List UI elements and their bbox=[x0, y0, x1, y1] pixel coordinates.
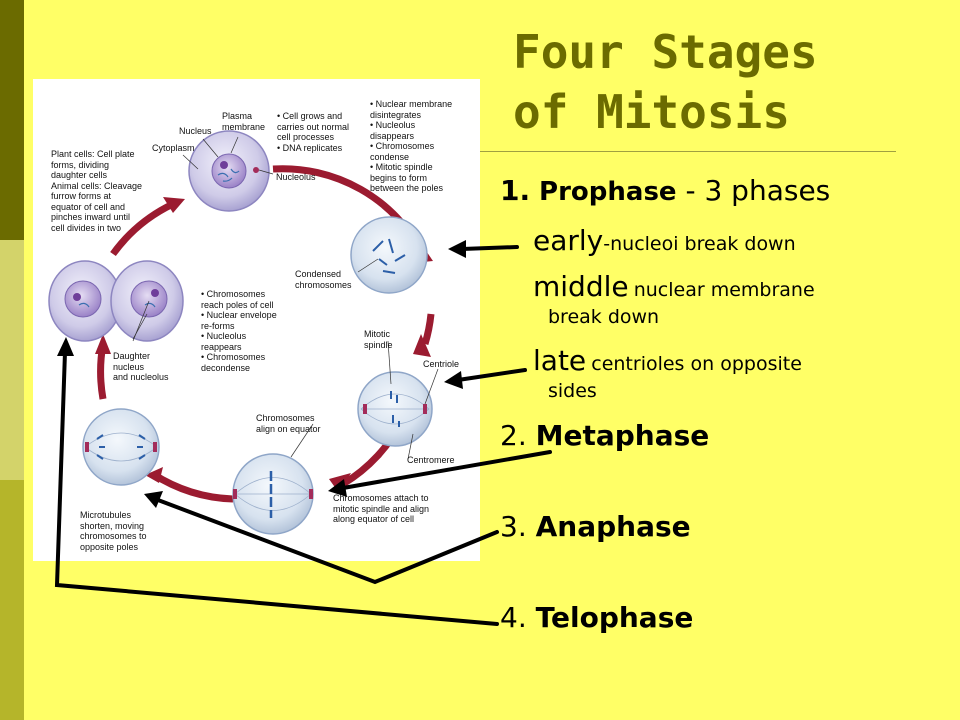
label-prophase-notes: • Nuclear membrane disintegrates • Nucle… bbox=[370, 99, 453, 193]
mitosis-cycle-diagram: Nucleus Plasma membrane Cytoplasm Nucleo… bbox=[33, 79, 480, 561]
prophase-early: early-nucleoi break down bbox=[533, 224, 796, 257]
label-mitotic-spindle: Mitotic spindle bbox=[364, 329, 393, 350]
label-chromosomes-align: Chromosomes align on equator bbox=[256, 413, 321, 434]
late-desc-line1: centrioles on opposite bbox=[591, 353, 802, 375]
label-plasma-membrane: Plasma membrane bbox=[222, 111, 266, 132]
early-term: early bbox=[533, 224, 604, 257]
late-term: late bbox=[533, 344, 587, 377]
stage-prophase: 1. Prophase - 3 phases bbox=[500, 174, 830, 207]
anaphase-name: Anaphase bbox=[535, 510, 691, 543]
telophase-name: Telophase bbox=[535, 601, 694, 634]
prophase-late: late centrioles on opposite bbox=[533, 344, 802, 377]
label-condensed-chromosomes: Condensed chromosomes bbox=[295, 269, 352, 290]
label-centriole: Centriole bbox=[423, 359, 460, 369]
slide-title: Four Stages of Mitosis bbox=[513, 22, 933, 142]
label-cytoplasm: Cytoplasm bbox=[152, 143, 195, 153]
side-bar-light bbox=[0, 240, 24, 480]
label-cytokinesis-notes: Plant cells: Cell plate forms, dividing … bbox=[51, 149, 143, 233]
middle-term: middle bbox=[533, 270, 629, 303]
early-desc: -nucleoi break down bbox=[603, 233, 796, 255]
anaphase-cell bbox=[82, 408, 160, 486]
label-nucleolus: Nucleolus bbox=[276, 172, 316, 182]
label-telophase-notes: • Chromosomes reach poles of cell • Nucl… bbox=[201, 289, 277, 373]
title-line-1: Four Stages bbox=[513, 25, 818, 79]
side-bar-mid bbox=[0, 480, 24, 720]
label-microtubules: Microtubules shorten, moving chromosomes… bbox=[80, 510, 147, 552]
label-interphase-notes: • Cell grows and carries out normal cell… bbox=[277, 111, 350, 153]
label-centromere: Centromere bbox=[407, 455, 455, 465]
prophase-number: 1. bbox=[500, 174, 531, 207]
equator-cell bbox=[232, 453, 314, 535]
label-nucleus: Nucleus bbox=[179, 126, 212, 136]
middle-desc-line1: nuclear membrane bbox=[633, 279, 815, 301]
metaphase-cell bbox=[357, 371, 433, 447]
label-chromosomes-attach: Chromosomes attach to mitotic spindle an… bbox=[333, 493, 430, 524]
prophase-suffix: - 3 phases bbox=[685, 174, 831, 207]
prophase-middle: middle nuclear membrane bbox=[533, 270, 815, 303]
prophase-cell bbox=[350, 216, 428, 294]
anaphase-number: 3. bbox=[500, 510, 527, 543]
late-desc-line2: sides bbox=[548, 380, 597, 402]
label-daughter-nucleus: Daughter nucleus and nucleolus bbox=[113, 351, 169, 382]
interphase-cell bbox=[188, 130, 270, 212]
metaphase-number: 2. bbox=[500, 419, 527, 452]
stage-anaphase: 3. Anaphase bbox=[500, 510, 691, 543]
metaphase-name: Metaphase bbox=[535, 419, 710, 452]
prophase-name: Prophase bbox=[539, 177, 677, 207]
side-bar-dark bbox=[0, 0, 24, 240]
title-divider bbox=[480, 151, 896, 152]
stage-metaphase: 2. Metaphase bbox=[500, 419, 709, 452]
daughter-cells bbox=[48, 260, 184, 342]
title-line-2: of Mitosis bbox=[513, 85, 790, 139]
telophase-number: 4. bbox=[500, 601, 527, 634]
stage-telophase: 4. Telophase bbox=[500, 601, 693, 634]
middle-desc-line2: break down bbox=[548, 306, 660, 328]
